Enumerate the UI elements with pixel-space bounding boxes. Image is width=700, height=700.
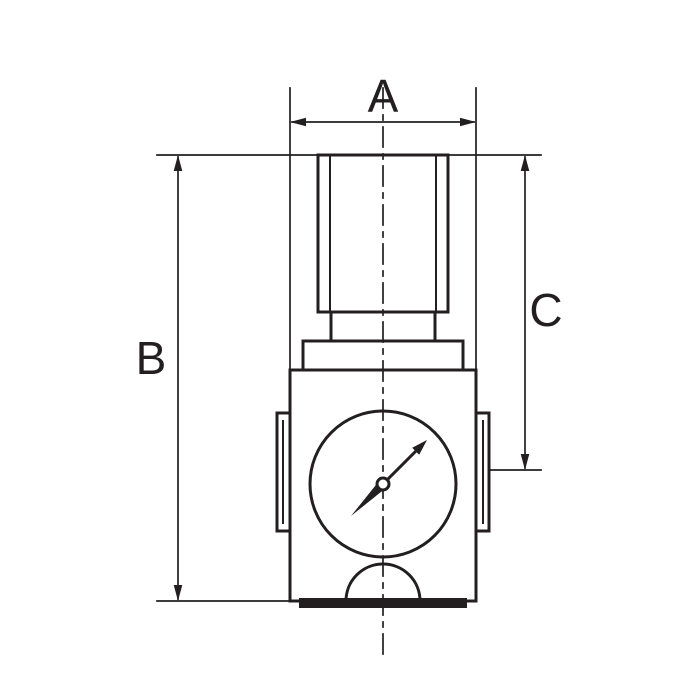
- dimension-a: [289, 87, 477, 369]
- needle-hub: [375, 476, 391, 492]
- arrowhead-c-bottom: [520, 454, 530, 470]
- label-b: B: [136, 332, 167, 384]
- left-port: [275, 411, 292, 533]
- dimension-b: [156, 154, 319, 602]
- drawing-lines: [156, 87, 542, 659]
- gauge-needle: [351, 440, 427, 516]
- arrowhead-b-bottom: [173, 585, 183, 601]
- dimension-labels: A B C: [136, 70, 563, 384]
- left-port-outline: [275, 411, 292, 533]
- bottom-dome: [344, 562, 422, 603]
- label-a: A: [368, 70, 399, 122]
- gauge-face: [308, 409, 458, 559]
- arrowhead-a-right: [460, 117, 476, 127]
- arrowhead-a-left: [290, 117, 306, 127]
- needle-shaft: [380, 449, 418, 487]
- right-port-outline: [474, 411, 491, 533]
- base-strip: [299, 598, 467, 608]
- dimension-c: [447, 154, 542, 471]
- label-c: C: [529, 284, 562, 336]
- needle-tail: [351, 480, 387, 516]
- arrowhead-b-top: [173, 155, 183, 171]
- right-port: [474, 411, 491, 533]
- needle-tip: [412, 440, 427, 455]
- arrowhead-c-top: [520, 155, 530, 171]
